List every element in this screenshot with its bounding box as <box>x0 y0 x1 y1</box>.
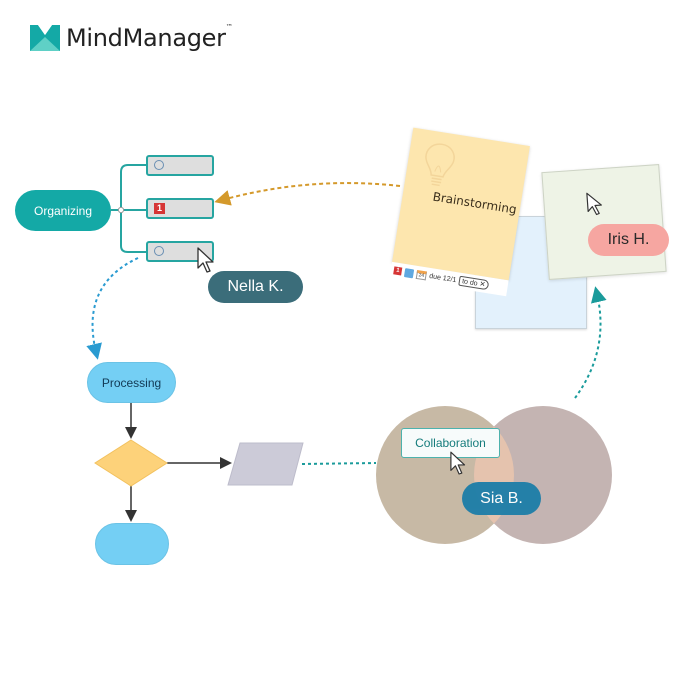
connector-collaboration-to-notes <box>574 286 607 399</box>
cursor-icon <box>450 451 466 475</box>
collaborator-tag-sia: Sia B. <box>462 482 541 515</box>
calendar-icon: 24 <box>415 269 428 280</box>
due-date: due 12/1 <box>428 272 457 284</box>
note-green[interactable] <box>541 164 667 280</box>
subtopic-3[interactable] <box>146 241 214 262</box>
cursor-icon <box>197 247 214 273</box>
priority-1-icon: 1 <box>154 203 165 214</box>
todo-tag[interactable]: to do ✕ <box>458 275 490 291</box>
image-icon <box>403 267 415 278</box>
flow-start-label: Processing <box>101 375 162 390</box>
lightbulb-icon <box>425 143 455 187</box>
mindmanager-logo: MindManager™ <box>30 23 233 52</box>
cursor-icon <box>586 192 602 216</box>
mindmanager-logo-icon <box>30 25 60 51</box>
connector-brainstorm-to-organizing <box>214 182 401 206</box>
flow-data-parallelogram <box>227 442 304 486</box>
collaborator-name: Iris H. <box>607 231 650 248</box>
note-title: Brainstorming <box>431 189 518 217</box>
flow-start-processing[interactable]: Processing <box>87 362 176 403</box>
note-brainstorming[interactable]: Brainstorming 1 24 due 12/1 to do ✕ <box>389 127 530 297</box>
branch-line-top <box>111 164 146 211</box>
subtopic-1[interactable] <box>146 155 214 176</box>
connector-organizing-to-processing <box>86 257 139 360</box>
brand-name: MindManager™ <box>66 23 233 52</box>
close-icon[interactable]: ✕ <box>478 280 486 289</box>
circle-icon <box>154 246 164 256</box>
flow-decision-diamond <box>94 439 168 487</box>
collaborator-tag-nella: Nella K. <box>208 271 303 303</box>
collaborator-name: Nella K. <box>227 278 284 295</box>
branch-node <box>117 206 125 214</box>
collaborator-name: Sia B. <box>480 489 523 507</box>
todo-tag-label: to do <box>461 278 479 288</box>
collaborator-tag-iris: Iris H. <box>588 224 669 256</box>
central-topic-label: Organizing <box>33 203 93 218</box>
central-topic-organizing[interactable]: Organizing <box>15 190 111 231</box>
circle-icon <box>154 160 164 170</box>
subtopic-2[interactable]: 1 <box>146 198 214 219</box>
trademark-symbol: ™ <box>225 23 233 31</box>
priority-1-icon: 1 <box>393 266 403 276</box>
connector-flow-to-collaboration <box>301 462 377 465</box>
branch-line-bottom <box>120 210 146 253</box>
collaboration-label: Collaboration <box>415 436 486 450</box>
flow-end-terminator[interactable] <box>95 523 169 565</box>
